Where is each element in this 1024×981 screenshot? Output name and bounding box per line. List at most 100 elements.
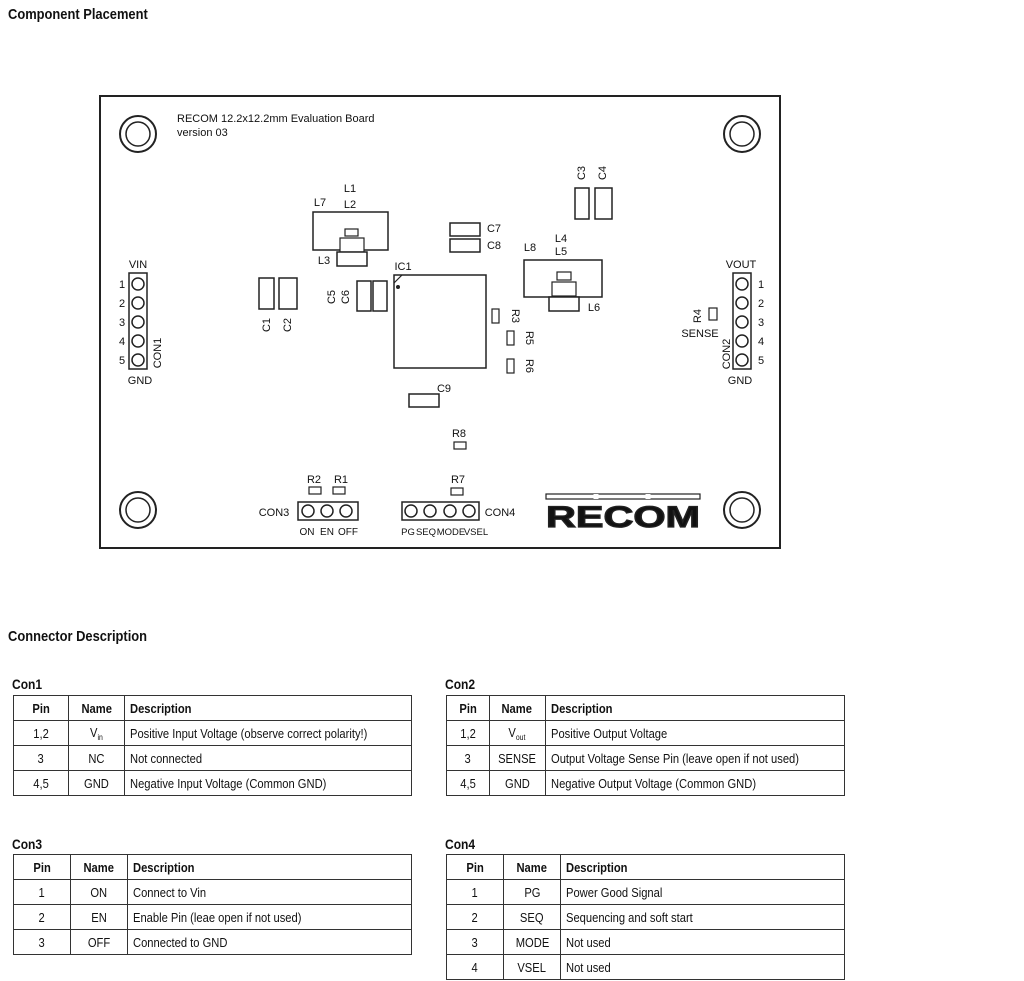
c5-capacitor xyxy=(356,280,372,312)
con4-pin-label: PG xyxy=(401,527,415,538)
l5-label: L5 xyxy=(555,246,567,258)
con3-name: CON3 xyxy=(259,507,290,519)
sense-label: SENSE xyxy=(681,328,718,340)
con1-table-title: Con1 xyxy=(12,676,43,692)
con2-pin-label: 3 xyxy=(758,317,764,329)
con4-pin-label: VSEL xyxy=(464,527,488,538)
l4-label: L4 xyxy=(555,233,567,245)
r5-pad xyxy=(506,330,515,346)
c4-capacitor xyxy=(594,187,613,220)
l3-inductor xyxy=(336,251,368,267)
c8-label: C8 xyxy=(487,240,501,252)
r8-label: R8 xyxy=(452,428,466,440)
c9-label: C9 xyxy=(437,383,451,395)
con3-pin-label: ON xyxy=(300,527,315,538)
r3-pad xyxy=(491,308,500,324)
r4-pad xyxy=(708,307,718,321)
name-header: Name xyxy=(70,854,128,880)
con1-name: CON1 xyxy=(152,338,164,369)
con1-pin-label: 3 xyxy=(119,317,125,329)
component-placement-title: Component Placement xyxy=(8,6,148,23)
l6-inductor xyxy=(548,296,580,312)
c3-label: C3 xyxy=(576,166,588,180)
description-header: Description xyxy=(544,695,846,721)
r7-pad xyxy=(450,487,464,496)
r8-pad xyxy=(453,441,467,450)
con2-pin-label: 1 xyxy=(758,279,764,291)
c6-label: C6 xyxy=(340,290,352,304)
r3-label: R3 xyxy=(509,309,521,323)
c6-capacitor xyxy=(372,280,388,312)
con1-pin-label: 1 xyxy=(119,279,125,291)
pin-header: Pin xyxy=(446,854,504,880)
mounting-hole xyxy=(723,115,761,153)
board-drawing: RECOM 12.2x12.2mm Evaluation Board versi… xyxy=(99,95,781,549)
r1-pad xyxy=(332,486,346,495)
c4-label: C4 xyxy=(597,166,609,180)
mounting-hole xyxy=(119,491,157,529)
con4-pin-label: SEQ xyxy=(416,527,436,538)
con2-table-title: Con2 xyxy=(445,676,476,692)
c3-capacitor xyxy=(574,187,590,220)
con2-pin-label: 2 xyxy=(758,298,764,310)
r6-pad xyxy=(506,358,515,374)
l3-label: L3 xyxy=(318,255,330,267)
l7-label: L7 xyxy=(314,197,326,209)
con4-table-title: Con4 xyxy=(445,836,476,852)
description-header: Description xyxy=(560,854,845,880)
pin-header: Pin xyxy=(446,695,490,721)
r7-label: R7 xyxy=(451,474,465,486)
ic1-label: IC1 xyxy=(394,261,411,273)
l2-label: L2 xyxy=(344,199,356,211)
pin-header: Pin xyxy=(13,695,69,721)
l8-label: L8 xyxy=(524,242,536,254)
board-version: version 03 xyxy=(177,127,228,139)
ic1-chip xyxy=(393,274,487,369)
con4-pin-label: MODE xyxy=(437,527,466,538)
r1-label: R1 xyxy=(334,474,348,486)
description-header: Description xyxy=(123,695,413,721)
c1-label: C1 xyxy=(261,318,273,332)
con4-header xyxy=(401,501,480,521)
board-title: RECOM 12.2x12.2mm Evaluation Board xyxy=(177,113,374,125)
con2-pin-label: 5 xyxy=(758,355,764,367)
r5-label: R5 xyxy=(523,331,535,345)
c5-label: C5 xyxy=(326,290,338,304)
recom-logo-text: RECOM xyxy=(546,501,700,534)
con3-table-title: Con3 xyxy=(12,836,43,852)
description-header: Description xyxy=(127,854,412,880)
c2-label: C2 xyxy=(282,318,294,332)
con1-pin-label: 4 xyxy=(119,336,125,348)
mounting-hole xyxy=(723,491,761,529)
con2-vout-label: VOUT xyxy=(726,259,757,271)
c2-capacitor xyxy=(278,277,298,310)
con2-gnd-label: GND xyxy=(728,375,753,387)
con4-name: CON4 xyxy=(485,507,516,519)
c9-capacitor xyxy=(408,393,440,408)
con3-pin-label: OFF xyxy=(338,527,358,538)
con1-pin-label: 2 xyxy=(119,298,125,310)
name-header: Name xyxy=(67,695,125,721)
name-header: Name xyxy=(503,854,561,880)
recom-logo: RECOM xyxy=(545,493,701,535)
con1-gnd-label: GND xyxy=(128,375,153,387)
mounting-hole xyxy=(119,115,157,153)
l6-label: L6 xyxy=(588,302,600,314)
con2-pin-label: 4 xyxy=(758,336,764,348)
c7-label: C7 xyxy=(487,223,501,235)
pin-header: Pin xyxy=(13,854,71,880)
